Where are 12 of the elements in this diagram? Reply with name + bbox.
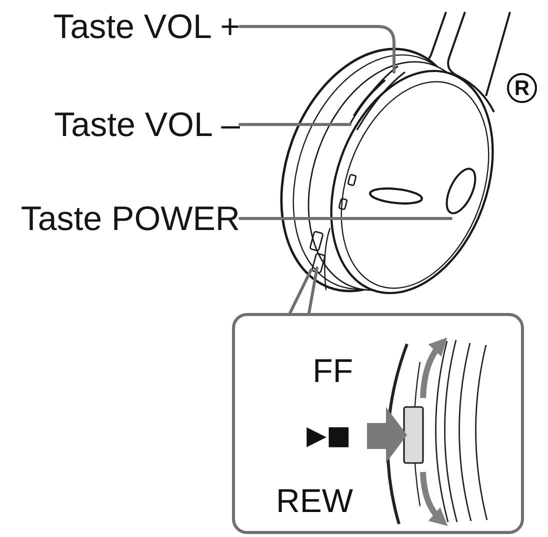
side-marker: R (507, 73, 537, 103)
inset-box (232, 313, 524, 534)
leader-line (238, 217, 452, 220)
switch-position-label: REW (276, 484, 353, 517)
callout-label: Taste VOL – (54, 108, 240, 142)
callout-label: Taste VOL + (53, 10, 240, 44)
switch-position-label: FF (312, 354, 353, 387)
callout-label: Taste POWER (20, 202, 240, 236)
leader-line (238, 123, 352, 126)
leader-line (238, 25, 396, 74)
leader-line (288, 266, 318, 314)
switch-position-label: ▶■ (306, 423, 351, 449)
